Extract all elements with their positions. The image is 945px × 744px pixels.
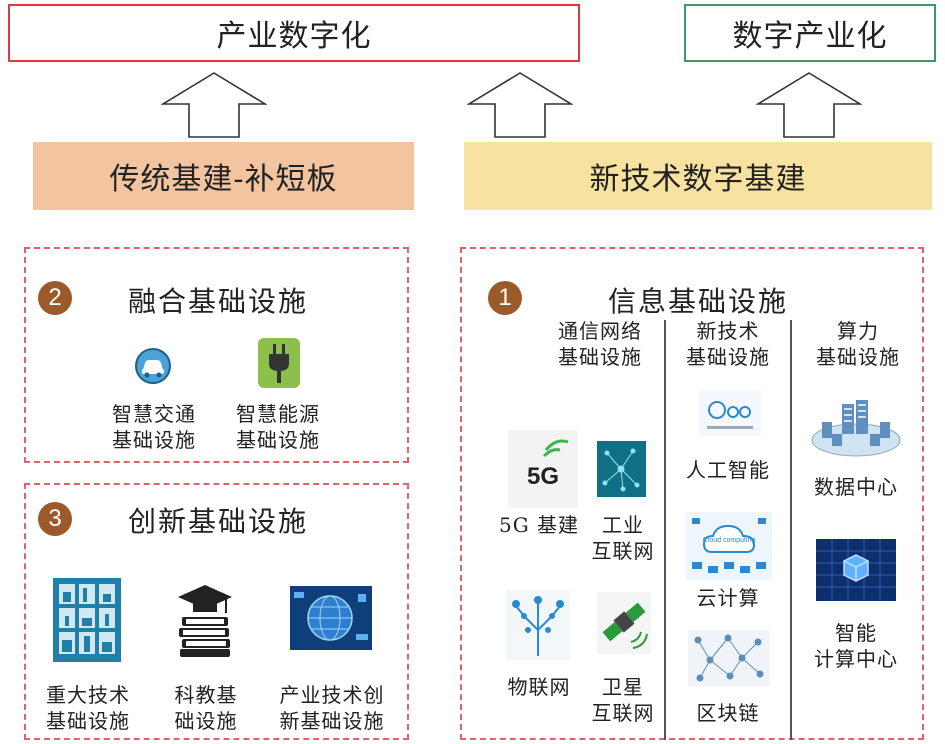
innovation-infrastructure-panel (24, 483, 409, 740)
section-number-badge: 1 (488, 281, 522, 315)
infrastructure-icon (53, 578, 121, 662)
new-technology-heading: 新技术 基础设施 (686, 319, 770, 369)
satellite-icon (597, 592, 651, 654)
svg-text:5G: 5G (527, 463, 559, 490)
smart-transport-label: 智慧交通 基础设施 (112, 402, 196, 452)
column-divider (664, 320, 666, 740)
intelligent-computing-center-label: 智能 计算中心 (814, 621, 898, 671)
blockchain-icon (688, 630, 770, 686)
iot-label: 物联网 (507, 675, 571, 699)
industrial-internet-label: 工业 互联网 (591, 513, 655, 563)
data-center-icon (811, 400, 901, 457)
up-arrow-icon (161, 72, 267, 138)
fusion-infrastructure-panel (24, 247, 409, 463)
information-infrastructure-panel (460, 247, 924, 740)
artificial-intelligence-label: 人工智能 (686, 458, 770, 482)
new-tech-infrastructure-band: 新技术数字基建 (464, 142, 932, 210)
information-infrastructure-title: 信息基础设施 (608, 285, 789, 318)
communication-network-heading: 通信网络 基础设施 (558, 319, 642, 369)
traditional-infrastructure-label: 传统基建-补短板 (109, 162, 338, 197)
innovation-infrastructure-title: 创新基础设施 (128, 505, 309, 538)
data-center-label: 数据中心 (814, 475, 898, 499)
column-divider (790, 320, 792, 740)
plug-icon (258, 338, 300, 388)
industrial-internet-icon (597, 441, 646, 497)
science-education-infrastructure-label: 科教基 础设施 (174, 683, 238, 733)
cloud-computing-icon: Cloud computing (686, 512, 772, 580)
svg-text:Cloud computing: Cloud computing (703, 537, 756, 544)
digital-industrialization-box: 数字产业化 (684, 4, 936, 62)
5g-infrastructure-label: 5G 基建 (498, 513, 580, 537)
5g-icon: 5G (508, 430, 578, 508)
intelligent-computing-icon (816, 539, 896, 601)
computing-power-heading: 算力 基础设施 (816, 319, 900, 369)
up-arrow-icon (467, 72, 573, 138)
car-icon (135, 348, 171, 384)
section-number-badge: 2 (38, 281, 72, 315)
up-arrow-icon (756, 72, 862, 138)
graduation-books-icon (178, 585, 232, 657)
satellite-internet-label: 卫星 互联网 (591, 675, 655, 725)
cloud-computing-label: 云计算 (696, 586, 760, 610)
smart-energy-label: 智慧能源 基础设施 (236, 402, 320, 452)
ai-icon (699, 390, 761, 436)
digital-industrialization-title: 数字产业化 (732, 19, 888, 54)
section-number-badge: 3 (38, 502, 72, 536)
tech-globe-icon (290, 586, 372, 650)
industrial-technology-innovation-label: 产业技术创 新基础设施 (279, 683, 385, 733)
fusion-infrastructure-title: 融合基础设施 (128, 285, 309, 318)
industrial-digitalization-title: 产业数字化 (216, 19, 372, 54)
industrial-digitalization-box: 产业数字化 (8, 4, 580, 62)
new-tech-infrastructure-label: 新技术数字基建 (589, 162, 807, 197)
blockchain-label: 区块链 (696, 701, 760, 725)
iot-tree-icon (506, 590, 570, 660)
traditional-infrastructure-band: 传统基建-补短板 (33, 142, 414, 210)
major-technology-infrastructure-label: 重大技术 基础设施 (46, 683, 130, 733)
